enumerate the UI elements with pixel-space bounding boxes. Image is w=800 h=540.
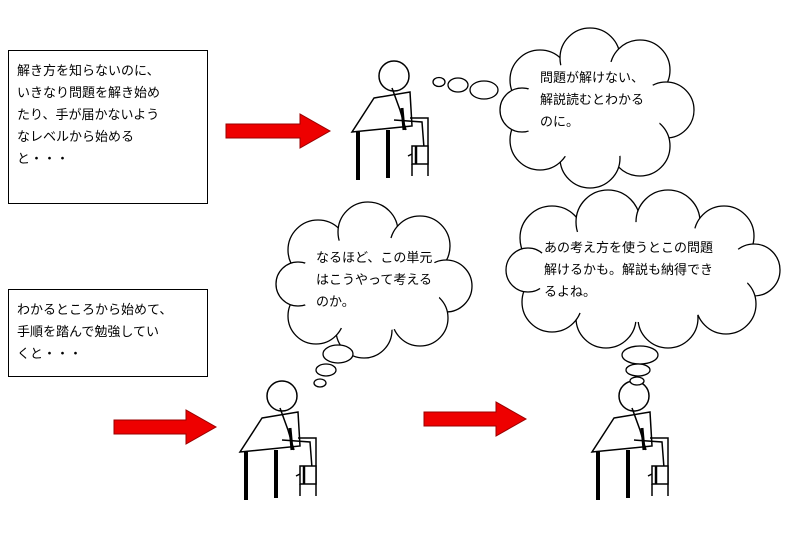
- text-line: なレベルから始める: [17, 130, 135, 145]
- text-line: 手順を踏んで勉強してい: [17, 325, 159, 340]
- thought-text-top: 問題が解けない、 解説読むとわかる のに。: [540, 68, 644, 134]
- student-figure-bottom-left: [238, 379, 318, 502]
- thought-text-right: あの考え方を使うとこの問題 解けるかも。解説も納得でき るよね。: [544, 238, 713, 304]
- thought-cloud-right: [505, 189, 781, 386]
- thought-line: 問題が解けない、: [540, 71, 645, 86]
- arrow-top: [225, 113, 332, 149]
- thought-line: るよね。: [544, 285, 597, 300]
- thought-line: はこうやって考える: [316, 273, 432, 288]
- thought-line: のか。: [316, 295, 355, 310]
- text-box-top: 解き方を知らないのに、 いきなり問題を解き始め たり、手が届かないよう なレベル…: [8, 50, 208, 204]
- thought-line: なるほど、この単元: [316, 251, 433, 266]
- thought-cloud-middle: [275, 201, 473, 388]
- student-figure-bottom-right: [590, 379, 670, 502]
- thought-text-middle: なるほど、この単元 はこうやって考える のか。: [316, 248, 432, 314]
- text-line: いきなり問題を解き始め: [17, 86, 161, 101]
- text-box-bottom: わかるところから始めて、 手順を踏んで勉強してい くと・・・: [8, 289, 208, 377]
- text-line: 解き方を知らないのに、: [17, 64, 160, 79]
- text-line: と・・・: [17, 152, 70, 167]
- arrow-bottom-right: [423, 401, 528, 437]
- thought-cloud-top: [432, 27, 695, 189]
- arrow-bottom-left: [113, 409, 218, 445]
- thought-line: 解説読むとわかる: [540, 93, 645, 108]
- text-line: たり、手が届かないよう: [17, 108, 160, 123]
- student-figure-top: [350, 59, 430, 182]
- text-line: くと・・・: [17, 347, 83, 362]
- thought-line: のに。: [540, 115, 580, 130]
- text-line: わかるところから始めて、: [17, 303, 173, 318]
- thought-line: あの考え方を使うとこの問題: [544, 241, 714, 256]
- thought-line: 解けるかも。解説も納得でき: [544, 263, 714, 278]
